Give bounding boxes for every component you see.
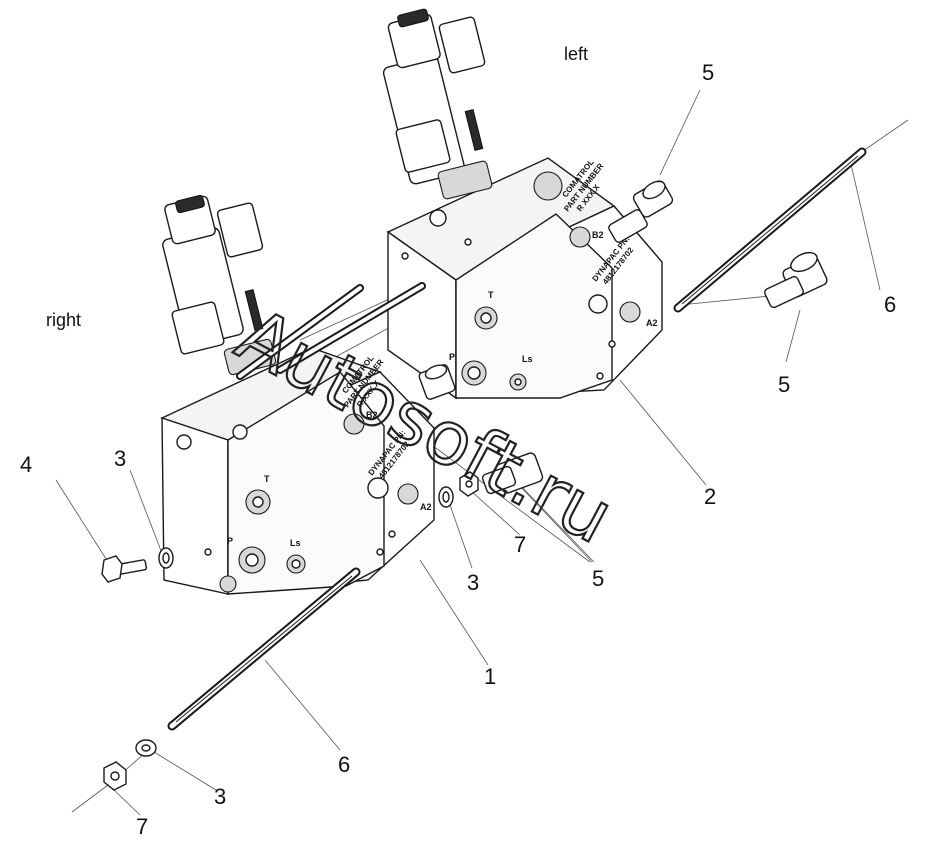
washers (135, 486, 454, 757)
elbow-fitting-lower (418, 364, 544, 495)
tie-rod-upper (673, 147, 867, 313)
port-b2-left: B2 (592, 230, 604, 240)
callout-6-top: 6 (884, 292, 896, 317)
solenoid-valve-right (162, 194, 277, 376)
callout-5-right: 5 (778, 372, 790, 397)
port-p-right: P (227, 536, 233, 546)
tie-rod-lower (167, 567, 361, 731)
bolt (101, 555, 148, 583)
elbow-fitting-right (764, 251, 828, 309)
callout-numbers: 1 2 3 3 3 4 5 5 5 6 6 7 7 (20, 60, 896, 839)
port-ls-right: Ls (290, 538, 301, 548)
solenoid-valve-left (382, 8, 493, 200)
leader-lines (55, 89, 909, 816)
port-t-left: T (488, 290, 494, 300)
port-ls-left: Ls (522, 354, 533, 364)
label-left-side: left (564, 44, 588, 64)
port-t-right: T (264, 474, 270, 484)
callout-1: 1 (484, 664, 496, 689)
port-b2-right: B2 (366, 410, 378, 420)
callout-3-middle: 3 (467, 570, 479, 595)
port-p-left: P (449, 352, 455, 362)
callout-3-bottom: 3 (214, 784, 226, 809)
port-a2-right: A2 (420, 502, 432, 512)
callout-5-bottom: 5 (592, 566, 604, 591)
callout-6-bottom: 6 (338, 752, 350, 777)
callout-5-top: 5 (702, 60, 714, 85)
callout-7-bottom: 7 (136, 814, 148, 839)
tie-rod-middle (236, 282, 426, 380)
elbow-fitting-upper (608, 180, 674, 243)
callout-7-middle: 7 (514, 532, 526, 557)
valve-block-right (160, 347, 435, 595)
nuts (103, 471, 479, 791)
port-labels: T P Ls B2 A2 T P Ls B2 A2 (227, 230, 658, 548)
label-right-side: right (46, 310, 81, 330)
callout-3-left: 3 (114, 446, 126, 471)
valve-block-left (386, 157, 663, 400)
callout-2: 2 (704, 484, 716, 509)
callout-4: 4 (20, 452, 32, 477)
port-a2-left: A2 (646, 318, 658, 328)
